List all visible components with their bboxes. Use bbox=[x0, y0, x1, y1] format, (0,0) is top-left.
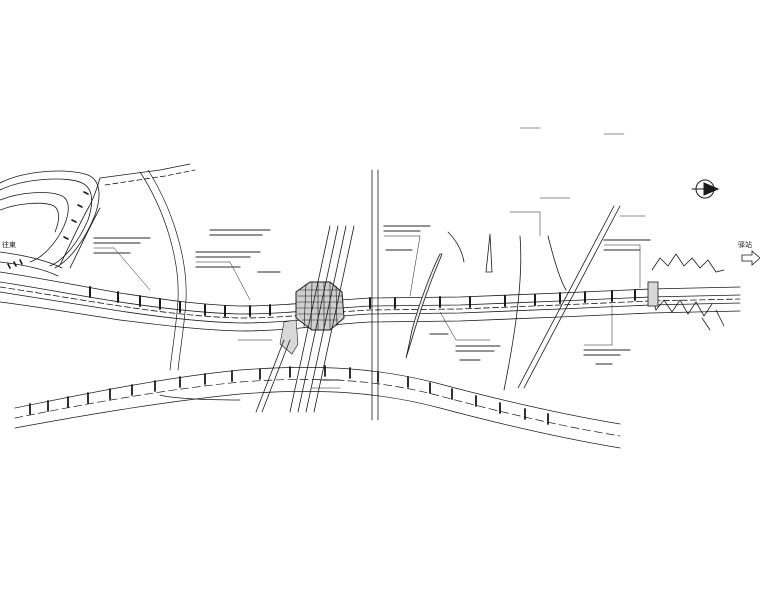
interchange-loops bbox=[0, 163, 196, 277]
diagonal-rail bbox=[517, 205, 621, 389]
lower-road bbox=[14, 367, 621, 449]
right-arrow-icon bbox=[741, 250, 760, 266]
road-station-ticks bbox=[89, 286, 636, 317]
loop-road-south bbox=[139, 169, 241, 401]
annotation-text-blocks bbox=[93, 225, 651, 381]
annotation-leaders bbox=[93, 127, 646, 389]
main-road bbox=[0, 271, 741, 332]
ramp-island bbox=[405, 231, 567, 391]
loop-ticks bbox=[7, 191, 89, 269]
north-arrow-icon bbox=[691, 179, 720, 199]
lower-road-ticks bbox=[29, 365, 549, 425]
label-right-direction: 驿站 bbox=[738, 241, 752, 249]
label-left-direction: 往東 bbox=[2, 241, 16, 249]
central-junction bbox=[279, 281, 345, 355]
right-end-structure bbox=[647, 253, 725, 331]
